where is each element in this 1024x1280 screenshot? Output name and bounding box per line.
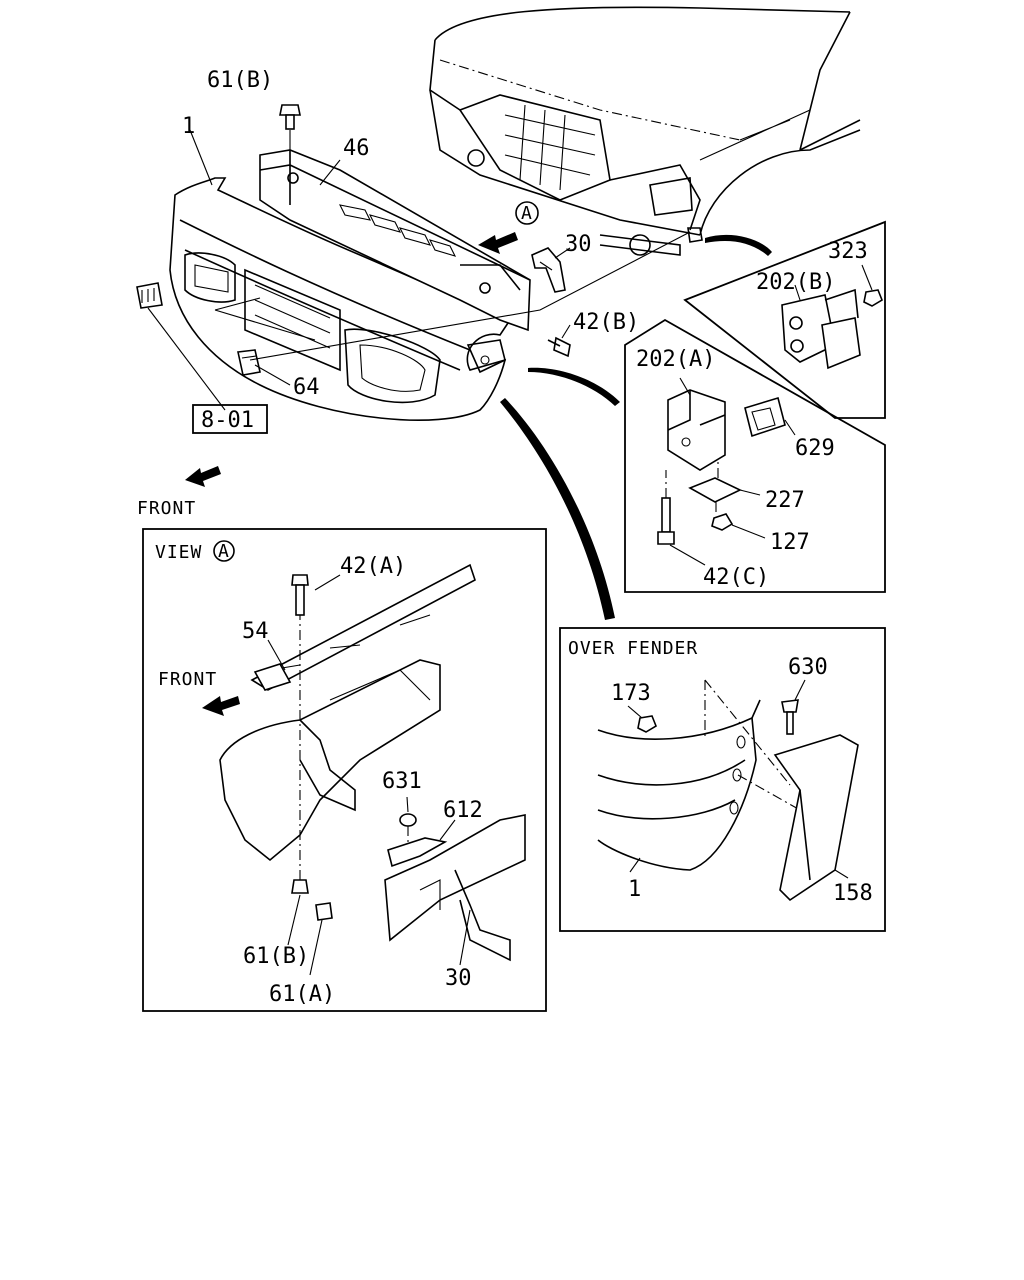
detail-box-202b <box>683 220 886 419</box>
label-630: 630 <box>788 655 828 680</box>
label-30-top: 30 <box>565 232 592 257</box>
part-64-clip[interactable] <box>237 349 261 376</box>
label-158: 158 <box>833 881 873 906</box>
label-629: 629 <box>795 436 835 461</box>
label-127: 127 <box>770 530 810 555</box>
label-61b-top: 61(B) <box>207 68 273 93</box>
label-202a: 202(A) <box>636 347 715 372</box>
part-158-over-fender[interactable] <box>773 734 859 902</box>
part-612-plate[interactable] <box>387 837 448 868</box>
label-227: 227 <box>765 488 805 513</box>
part-202b-bracket[interactable] <box>781 288 861 370</box>
label-front-view: FRONT <box>158 669 217 690</box>
label-64: 64 <box>293 375 320 400</box>
part-8-01-connector[interactable] <box>136 282 163 309</box>
label-42a: 42(A) <box>340 554 406 579</box>
ref-box-8-01[interactable] <box>192 404 268 434</box>
label-42b: 42(B) <box>573 310 639 335</box>
front-arrow-view-icon <box>202 696 240 716</box>
part-42c-bolt[interactable] <box>657 497 675 545</box>
label-view: VIEW <box>155 542 202 563</box>
callout-labels: 61(B) 1 46 A 30 42(B) 64 8-01 FRONT 323 … <box>137 68 873 1007</box>
view-circle-a-marker <box>213 540 235 562</box>
part-630-screw[interactable] <box>781 699 799 735</box>
label-over-fender: OVER FENDER <box>568 638 698 659</box>
part-30-bracket[interactable] <box>531 247 566 293</box>
label-30-view: 30 <box>445 966 472 991</box>
over-fender-box <box>559 627 886 932</box>
label-323: 323 <box>828 239 868 264</box>
part-61a-bolt-view[interactable] <box>315 902 333 921</box>
part-202a-bracket[interactable] <box>667 389 726 471</box>
part-42b-bolt[interactable] <box>547 336 571 358</box>
front-arrow-icon <box>185 466 221 487</box>
label-circle-a: A <box>521 203 533 224</box>
label-1-fender: 1 <box>628 877 641 902</box>
label-61a-view: 61(A) <box>269 982 335 1007</box>
part-323-nut[interactable] <box>863 289 883 307</box>
label-front-main: FRONT <box>137 498 196 519</box>
part-631-cap[interactable] <box>399 813 417 845</box>
label-ref-8-01: 8-01 <box>201 408 254 433</box>
circle-a-marker <box>515 201 539 225</box>
part-61b-bolt-top[interactable] <box>279 104 301 175</box>
part-42a-bolt[interactable] <box>291 574 309 616</box>
label-173: 173 <box>611 681 651 706</box>
part-173-nut[interactable] <box>637 715 657 733</box>
label-612: 612 <box>443 798 483 823</box>
part-61b-bolt-view[interactable] <box>291 879 309 894</box>
part-629-pad[interactable] <box>744 396 786 438</box>
part-54-plate[interactable] <box>253 663 292 691</box>
view-a-box <box>142 528 547 1012</box>
label-202b: 202(B) <box>756 270 835 295</box>
detail-box-202a <box>624 318 886 593</box>
label-54: 54 <box>242 619 269 644</box>
leader-lines-view <box>267 574 471 976</box>
callout-curves <box>500 234 772 620</box>
label-61b-view: 61(B) <box>243 944 309 969</box>
label-1-top: 1 <box>182 114 195 139</box>
arrow-icon <box>478 232 518 254</box>
label-view-circle-a: A <box>218 541 230 562</box>
part-127-nut[interactable] <box>711 513 734 531</box>
leader-lines-main <box>147 129 691 411</box>
truck-front-illustration <box>429 6 861 256</box>
label-42c: 42(C) <box>703 565 769 590</box>
part-227-plate[interactable] <box>688 477 742 503</box>
label-46: 46 <box>343 136 370 161</box>
leader-lines-fender <box>627 679 849 879</box>
label-631: 631 <box>382 769 422 794</box>
